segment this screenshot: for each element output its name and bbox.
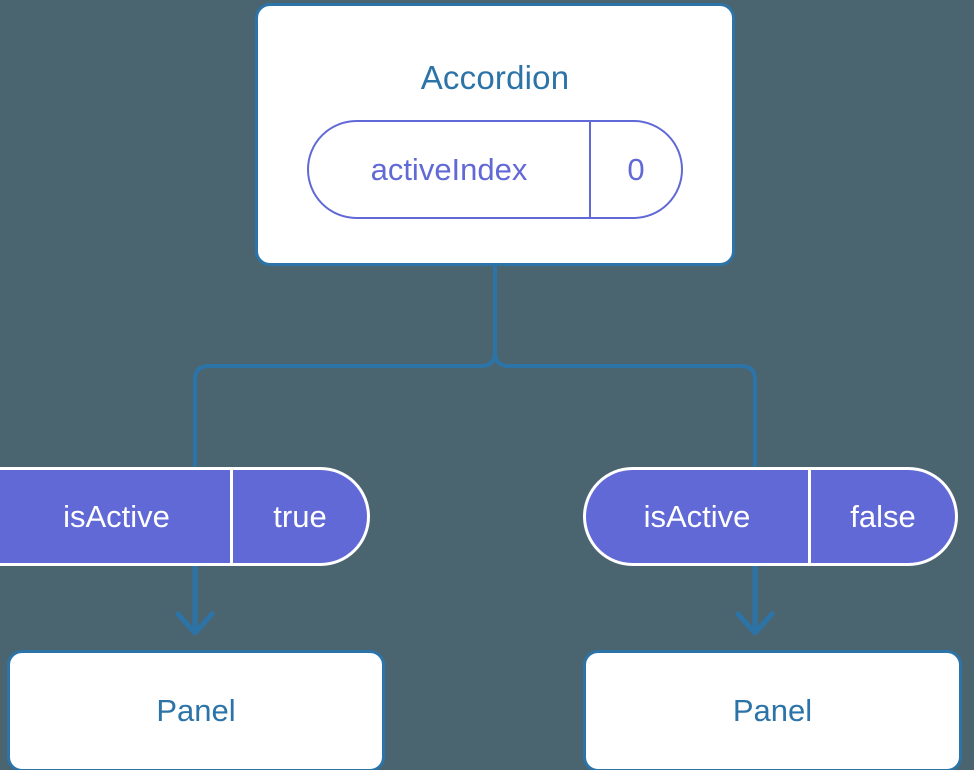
- left-prop-value: true: [230, 470, 367, 563]
- accordion-state-pill-activeindex[interactable]: activeIndex 0: [307, 120, 683, 219]
- accordion-state-key: activeIndex: [370, 151, 528, 187]
- accordion-state-value: 0: [589, 122, 681, 217]
- right-panel-card[interactable]: Panel: [583, 650, 962, 770]
- accordion-component-title: Accordion: [420, 59, 570, 96]
- right-prop-key: isActive: [643, 498, 751, 534]
- right-panel-title: Panel: [732, 693, 813, 728]
- left-prop-key: isActive: [63, 498, 170, 534]
- fork-connector-right: [493, 350, 757, 470]
- arrow-left-pill-to-panel: [175, 565, 215, 636]
- left-prop-pill-isactive[interactable]: isActive true: [0, 467, 370, 566]
- right-prop-value: false: [808, 470, 955, 563]
- right-prop-pill-isactive[interactable]: isActive false: [583, 467, 958, 566]
- left-panel-card[interactable]: Panel: [7, 650, 385, 770]
- left-panel-title: Panel: [156, 693, 236, 728]
- fork-connector: [193, 264, 497, 470]
- arrow-right-pill-to-panel: [735, 565, 775, 636]
